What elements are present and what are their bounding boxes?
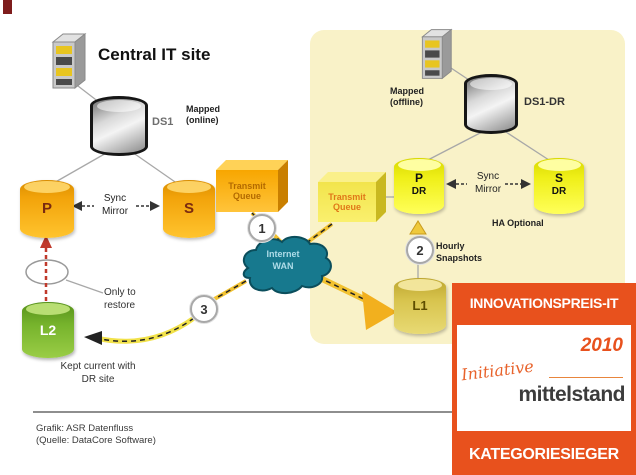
only-to-restore-label: Only to restore — [104, 287, 136, 311]
corner-mark — [3, 0, 12, 14]
p-dr-cylinder: P DR — [394, 158, 444, 214]
badge-brand-word: mittelstand — [518, 383, 625, 406]
badge-script-word: Initiative — [460, 356, 535, 385]
caption-line1: Grafik: ASR Datenfluss — [36, 423, 134, 434]
central-server-icon — [45, 30, 89, 97]
transmit-queue-box-dr: Transmit Queue — [318, 172, 388, 224]
ds1-dr-cylinder — [464, 74, 518, 134]
cloud-label-line2: WAN — [272, 261, 294, 271]
transmit-queue-label: Transmit Queue — [318, 182, 376, 222]
cylinder-lid — [25, 303, 71, 315]
hourly-snapshots-label: Hourly Snapshots — [436, 241, 483, 263]
box-side-face — [376, 172, 386, 222]
sync-mirror-dr-label: Sync Mirror — [474, 171, 502, 195]
cylinder-lid — [537, 159, 581, 171]
dr-server-icon — [415, 26, 455, 87]
badge-year: 2010 — [580, 335, 623, 356]
badge-script-underline — [549, 377, 623, 378]
ds1-cylinder — [90, 96, 148, 156]
l2-cylinder: L2 — [22, 302, 74, 358]
transmit-queue-box-central: Transmit Queue — [216, 160, 290, 214]
cloud-label-line1: Internet — [266, 249, 300, 259]
s-label: S — [183, 200, 194, 217]
caption-line2: (Quelle: DataCore Software) — [36, 435, 156, 446]
transmit-queue-label: Transmit Queue — [216, 170, 278, 212]
badge-bottom-band: KATEGORIESIEGER — [469, 446, 619, 463]
kept-current-label: Kept current with DR site — [60, 361, 136, 385]
cylinder-lid — [397, 159, 441, 171]
l2-label: L2 — [39, 322, 57, 338]
badge-top-band: INNOVATIONSPREIS-IT — [469, 295, 619, 311]
ha-optional-label: HA Optional — [492, 218, 544, 228]
s-dr-cylinder: S DR — [534, 158, 584, 214]
step-2-number: 2 — [416, 242, 424, 258]
primary-p-cylinder: P — [20, 180, 74, 238]
p-dr-sub-label: DR — [411, 186, 427, 197]
s-dr-label: S — [554, 171, 563, 185]
mapped-online-label: Mapped (online) — [186, 104, 221, 125]
step-3-circle: 3 — [190, 295, 218, 323]
secondary-s-cylinder: S — [163, 180, 215, 238]
mapped-offline-label: Mapped (offline) — [390, 86, 425, 107]
cylinder-lid — [23, 181, 71, 193]
p-dr-label: P — [414, 171, 423, 185]
p-label: P — [41, 200, 52, 217]
wan-cloud: Internet WAN — [228, 232, 338, 296]
central-site-title: Central IT site — [98, 45, 211, 64]
caption-divider — [33, 411, 453, 413]
caption: Grafik: ASR Datenfluss (Quelle: DataCore… — [36, 423, 156, 447]
cylinder-lid — [96, 100, 142, 112]
step-2-circle: 2 — [406, 236, 434, 264]
l1-label: L1 — [412, 298, 428, 313]
l1-cylinder: L1 — [394, 278, 446, 334]
step-1-circle: 1 — [248, 214, 276, 242]
sync-mirror-label: Sync Mirror — [94, 192, 136, 218]
s-dr-sub-label: DR — [551, 186, 567, 197]
cylinder-lid — [470, 78, 512, 90]
step-3-number: 3 — [200, 301, 208, 317]
cylinder-lid — [397, 279, 443, 291]
box-top-face — [216, 160, 288, 170]
ds1-dr-label: DS1-DR — [524, 96, 565, 108]
innovationspreis-badge: INNOVATIONSPREIS-IT 2010 Initiative mitt… — [452, 283, 636, 475]
box-side-face — [278, 160, 288, 212]
cylinder-lid — [166, 181, 212, 193]
badge-inner: 2010 Initiative mittelstand — [457, 325, 631, 431]
ds1-label: DS1 — [152, 116, 174, 128]
step-1-number: 1 — [258, 220, 266, 236]
